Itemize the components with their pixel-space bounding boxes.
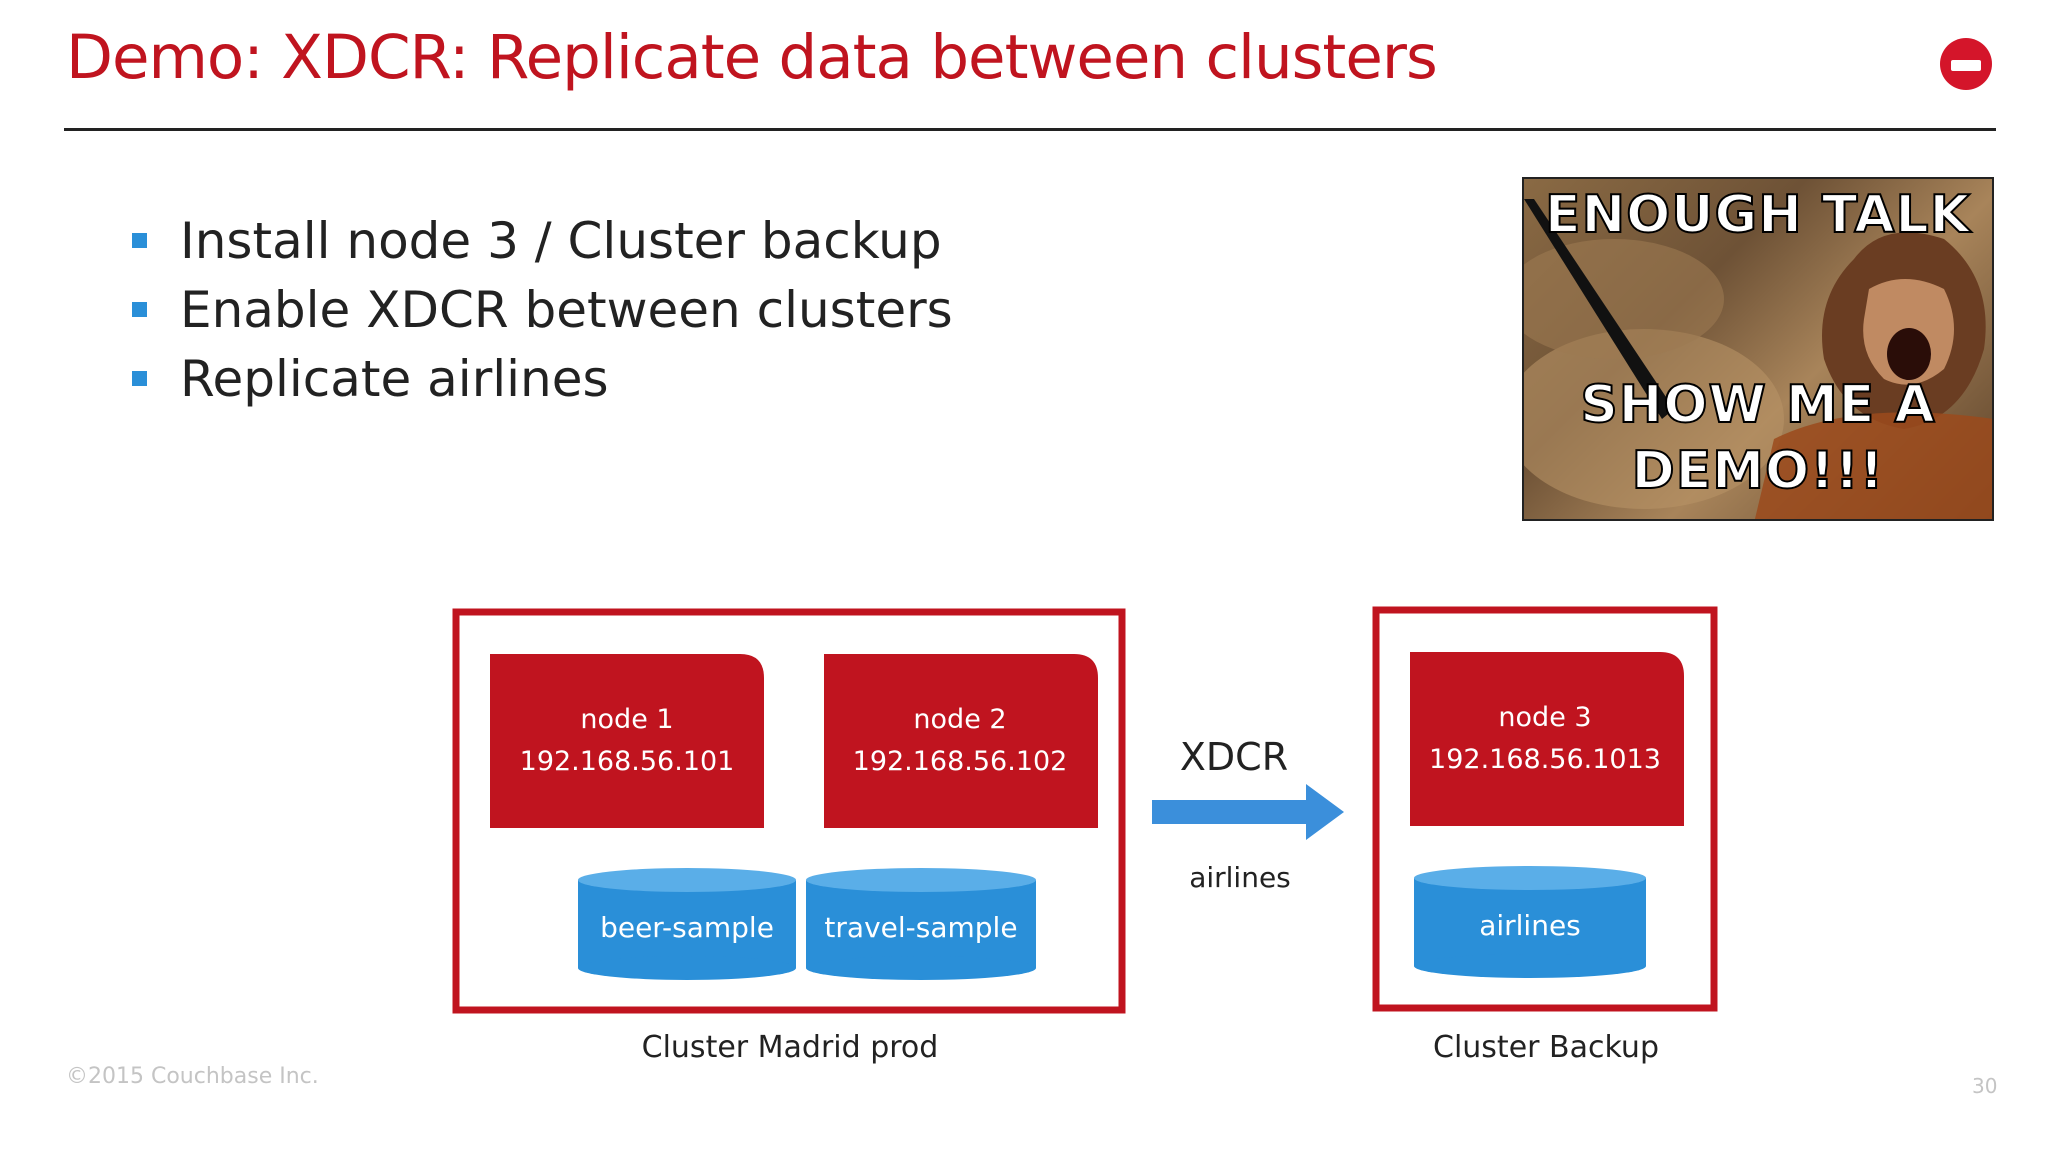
cluster-prod-label: Cluster Madrid prod <box>641 1030 939 1065</box>
node-1-ip: 192.168.56.101 <box>520 746 735 777</box>
bullet-item: Install node 3 / Cluster backup <box>130 207 953 276</box>
bucket-beer-sample: beer-sample <box>578 868 796 980</box>
square-bullet-icon <box>132 302 147 317</box>
meme-image: ENOUGH TALK SHOW ME A DEMO!!! <box>1522 177 1994 521</box>
couchbase-logo-icon <box>1940 38 1992 90</box>
title-divider <box>64 128 1996 131</box>
footer-copyright: ©2015 Couchbase Inc. <box>66 1064 319 1089</box>
node-2-ip: 192.168.56.102 <box>853 746 1068 777</box>
bucket-travel-sample: travel-sample <box>806 868 1036 980</box>
meme-background-illustration <box>1524 199 1992 519</box>
node-3-box <box>1410 652 1684 826</box>
xdcr-label: XDCR <box>1180 735 1288 779</box>
meme-bottom-text-line2: DEMO!!! <box>1631 440 1885 502</box>
meme-bottom-text-line1: SHOW ME A <box>1579 374 1936 436</box>
node-3-name: node 3 <box>1498 702 1591 733</box>
replication-arrow-icon <box>1152 784 1344 840</box>
page-number: 30 <box>1972 1074 1998 1098</box>
bullet-list: Install node 3 / Cluster backup Enable X… <box>130 207 953 414</box>
square-bullet-icon <box>132 233 147 248</box>
slide-title: Demo: XDCR: Replicate data between clust… <box>66 22 1438 93</box>
bullet-item: Replicate airlines <box>130 345 953 414</box>
node-2-name: node 2 <box>913 704 1006 735</box>
bucket-label: airlines <box>1479 909 1581 942</box>
node-1-name: node 1 <box>580 704 673 735</box>
node-1-box <box>490 654 764 828</box>
node-2-box <box>824 654 1098 828</box>
replication-bucket-label: airlines <box>1189 861 1291 894</box>
cluster-backup-label: Cluster Backup <box>1433 1030 1659 1065</box>
meme-top-text: ENOUGH TALK <box>1544 184 1971 246</box>
square-bullet-icon <box>132 371 147 386</box>
bucket-label: travel-sample <box>824 911 1017 944</box>
bullet-item: Enable XDCR between clusters <box>130 276 953 345</box>
bucket-label: beer-sample <box>600 911 774 944</box>
bucket-airlines: airlines <box>1414 866 1646 978</box>
node-3-ip: 192.168.56.1013 <box>1429 744 1661 775</box>
